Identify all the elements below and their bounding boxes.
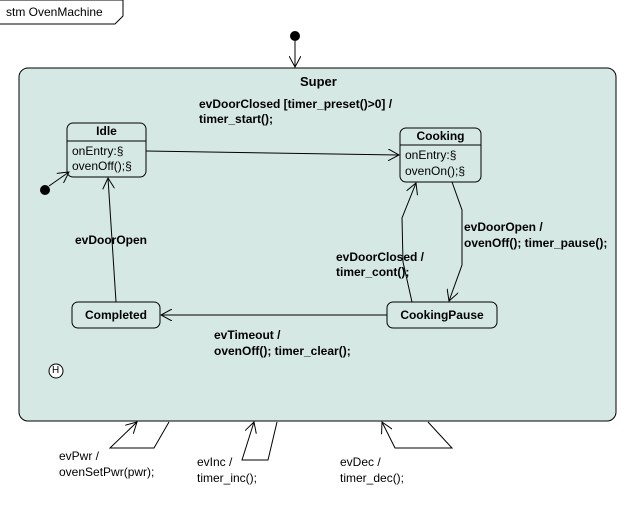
inner-initial-transition (48, 172, 69, 187)
label-completed-to-idle: evDoorOpen (75, 233, 148, 247)
state-cooking-entry: onEntry:§ (405, 148, 457, 162)
outer-initial-pseudostate (290, 31, 300, 41)
transition-pause-to-cooking[interactable] (401, 183, 416, 303)
superstate-name: Super (300, 74, 337, 89)
history-pseudostate (48, 363, 64, 379)
label-self-pwr-line1: evPwr / (59, 449, 100, 463)
state-cooking-name: Cooking (416, 129, 465, 143)
label-idle-to-cooking-line1: evDoorClosed [timer_preset()>0] / (199, 97, 393, 111)
state-cooking-exit: ovenOn();§ (405, 164, 466, 178)
transition-self-dec[interactable] (382, 422, 454, 449)
label-cooking-to-pause-line2: ovenOff(); timer_pause(); (464, 236, 608, 250)
frame-tab (0, 0, 124, 25)
label-self-inc-line1: evInc / (197, 455, 233, 469)
transition-cooking-to-pause[interactable] (449, 181, 463, 301)
state-idle-name: Idle (96, 124, 117, 138)
transition-self-pwr[interactable] (108, 422, 170, 449)
label-pause-to-completed-line2: ovenOff(); timer_clear(); (214, 344, 351, 358)
history-label: H (52, 365, 60, 376)
state-cookingpause-name: CookingPause (400, 308, 484, 322)
transition-idle-to-cooking[interactable] (145, 151, 399, 155)
label-idle-to-cooking-line2: timer_start(); (199, 112, 274, 126)
label-pause-to-completed-line1: evTimeout / (214, 328, 281, 342)
label-self-dec-line2: timer_dec(); (340, 471, 405, 485)
label-pause-to-cooking-line2: timer_cont(); (336, 265, 410, 279)
frame-label: stm OvenMachine (6, 5, 103, 19)
label-pause-to-cooking-line1: evDoorClosed / (336, 250, 425, 264)
state-idle-exit: ovenOff();§ (72, 159, 132, 173)
label-cooking-to-pause-line1: evDoorOpen / (464, 220, 543, 234)
label-self-inc-line2: timer_inc(); (197, 471, 258, 485)
label-self-dec-line1: evDec / (340, 455, 381, 469)
state-idle-entry: onEntry:§ (72, 144, 124, 158)
label-self-pwr-line2: ovenSetPwr(pwr); (59, 465, 155, 479)
inner-initial-pseudostate (40, 185, 50, 195)
transition-completed-to-idle[interactable] (108, 178, 117, 303)
state-completed-name: Completed (84, 308, 147, 322)
transition-self-inc[interactable] (241, 422, 278, 461)
